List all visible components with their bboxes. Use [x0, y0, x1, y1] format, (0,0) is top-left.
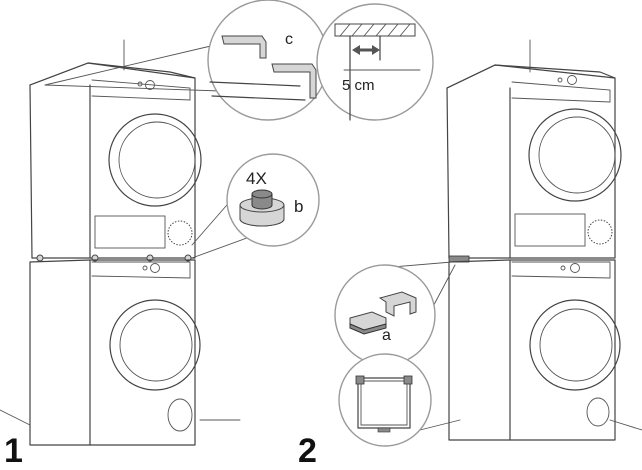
label-c: c — [285, 31, 293, 48]
scene-1: c 5 cm 4X b 1 — [0, 0, 434, 470]
washer-filter-cap — [586, 397, 610, 427]
washer-knob-icon — [150, 263, 160, 273]
washer-bottom — [29, 259, 201, 446]
washer-door-glass — [539, 308, 613, 382]
stack-frame-inner-icon — [360, 380, 408, 426]
dryer-door — [108, 113, 202, 207]
dryer-filter-cover — [94, 215, 166, 249]
dryer-filter-cover — [514, 213, 586, 247]
corner-clip-icon — [355, 375, 365, 385]
dryer-top-edge-detail — [209, 81, 301, 87]
bracket-icon — [221, 35, 267, 59]
callout-5cm-circle — [316, 3, 434, 121]
label-5cm: 5 cm — [342, 77, 375, 94]
washer-body — [29, 259, 196, 446]
corner-clip-icon — [403, 375, 413, 385]
dryer-top — [29, 62, 202, 262]
callout-b-leader — [191, 234, 256, 259]
wall-hatch-lines — [339, 23, 411, 37]
wall-hatch — [334, 23, 416, 37]
label-a: a — [382, 327, 391, 344]
callout-c-leader — [44, 44, 216, 86]
dryer-top — [446, 64, 622, 263]
dryer-vent-grille — [167, 220, 193, 246]
washer-button-icon — [560, 265, 566, 271]
label-4x: 4X — [246, 169, 267, 188]
washer-control-panel — [511, 261, 611, 279]
dryer-door-glass — [538, 116, 616, 194]
dryer-top-edge-detail — [211, 95, 306, 101]
dryer-control-panel — [91, 79, 191, 101]
dryer-control-panel — [511, 81, 611, 103]
stack-frame-icon — [357, 377, 411, 429]
dryer-top-edge — [29, 62, 196, 86]
dryer-door-glass — [118, 121, 196, 199]
washer-bottom — [448, 259, 621, 441]
step-number-1: 1 — [4, 432, 23, 470]
foot-cup-top-icon — [251, 189, 273, 199]
dryer-foot — [36, 254, 44, 262]
callout-frame — [338, 353, 432, 447]
arrow-head-right-icon — [372, 45, 380, 55]
callout-c-circle — [207, 0, 329, 121]
dryer-button-icon — [137, 81, 143, 87]
washer-control-panel — [91, 261, 191, 279]
washer-filter-cap — [167, 398, 193, 432]
callout-a: a — [334, 261, 456, 366]
dryer-vent-grille — [587, 219, 613, 245]
arrow-head-left-icon — [352, 45, 360, 55]
floor-line-left — [0, 409, 31, 426]
callout-5cm: 5 cm — [316, 3, 434, 121]
step-number-2: 2 — [298, 432, 317, 470]
washer-button-icon — [142, 265, 148, 271]
dryer-door — [528, 108, 622, 202]
dryer-button-icon — [557, 77, 563, 83]
front-tab-icon — [377, 427, 391, 433]
washer-body — [448, 259, 616, 441]
scene-2: a 2 — [298, 39, 642, 470]
label-b: b — [294, 197, 303, 216]
callout-c: c — [44, 0, 329, 121]
washer-door — [109, 299, 201, 391]
clip-icon — [378, 291, 417, 317]
dryer-top-edge — [446, 64, 616, 89]
bracket-icon — [271, 63, 317, 99]
dryer-knob-icon — [145, 80, 155, 90]
clip-side-icon — [349, 323, 387, 335]
washer-door-glass — [119, 308, 193, 382]
callout-a-circle — [334, 264, 436, 366]
callout-b: 4X b — [191, 153, 320, 259]
washer-door — [529, 299, 621, 391]
dryer-knob-icon — [567, 75, 577, 85]
washer-knob-icon — [570, 263, 580, 273]
